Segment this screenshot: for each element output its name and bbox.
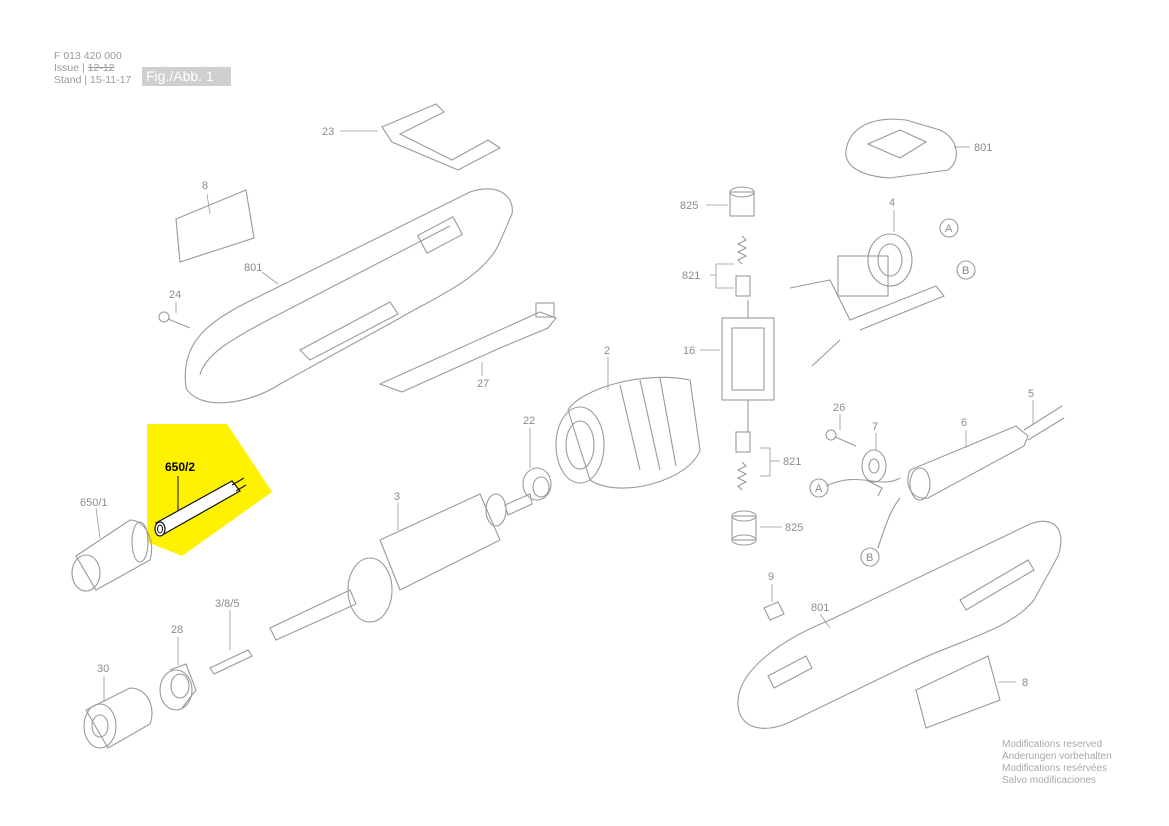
part-7-drawing[interactable] [861,449,887,497]
label-7: 7 [872,421,878,433]
part-3-drawing[interactable] [269,493,533,641]
part-5-drawing[interactable] [825,405,1065,549]
label-650-2: 650/2 [165,460,195,474]
callout-a-bottom[interactable] [809,478,829,498]
label-6: 6 [961,417,967,429]
document-header: F 013 420 000 Issue | 12-12 Stand | 15-1… [54,50,131,86]
label-2: 2 [604,345,610,357]
label-16: 16 [683,345,695,357]
part-28-drawing[interactable] [159,663,197,711]
label-825-top: 825 [680,200,698,212]
part-8-top-drawing[interactable] [175,189,255,263]
part-801-cap-drawing[interactable] [845,118,957,179]
label-5: 5 [1028,388,1034,400]
leader-650-1 [95,507,101,539]
issue-line: Issue | 12-12 [54,62,115,74]
part-24-drawing[interactable] [158,311,191,329]
callout-b-bottom[interactable] [860,547,880,567]
leader-801-left [261,271,279,285]
part-825-top-drawing[interactable] [729,186,755,217]
part-30-drawing[interactable] [83,687,153,749]
stand-value: 15-11-17 [90,74,132,86]
highlight-region [147,424,272,556]
figure-label: Fig./Abb. 1 [142,67,231,86]
callout-b-top[interactable] [956,260,976,280]
callout-b-top-label: B [962,265,969,277]
part-23-drawing[interactable] [381,103,502,171]
label-27: 27 [477,378,489,390]
part-6-drawing[interactable] [907,425,1029,501]
issue-label: Issue [54,62,80,74]
label-22: 22 [523,415,535,427]
label-23: 23 [322,126,334,138]
label-26: 26 [833,402,845,414]
footer-es: Salvo modificaciones [1002,775,1096,786]
label-30: 30 [97,663,109,675]
label-24: 24 [169,289,181,301]
label-3: 3 [394,491,400,503]
label-8-top: 8 [202,180,208,192]
part-801-housing-right-drawing[interactable] [737,520,1062,729]
part-26-drawing[interactable] [825,429,857,447]
footer-de: Änderungen vorbehalten [1002,751,1112,762]
part-16-drawing[interactable] [721,300,775,401]
part-825-bottom-drawing[interactable] [731,510,757,546]
label-801-cap: 801 [974,142,992,154]
label-821-top: 821 [682,270,700,282]
label-8-bottom: 8 [1022,677,1028,689]
part-821-bottom-drawing[interactable] [735,400,751,491]
label-4: 4 [889,197,895,209]
stand-label: Stand [54,74,82,86]
callout-b-bottom-label: B [866,552,873,564]
footer-en: Modifications reserved [1002,739,1103,750]
label-650-1: 650/1 [80,497,108,509]
callout-a-top-label: A [945,223,953,235]
label-9: 9 [768,571,774,583]
label-3-8-5: 3/8/5 [215,598,239,610]
footer-fr: Modifications resérvées [1002,763,1108,774]
label-28: 28 [171,624,183,636]
leader-801-right [819,613,831,629]
leader-821-top [710,264,717,288]
label-825-bottom: 825 [785,522,803,534]
leader-8-top [206,193,211,215]
part-821-top-drawing[interactable] [735,235,751,297]
part-9-drawing[interactable] [763,601,785,621]
part-4-drawing[interactable] [789,233,945,367]
part-27-drawing[interactable] [378,302,557,393]
part-801-housing-left-drawing[interactable] [184,188,513,404]
part-650-2-drawing[interactable] [154,476,247,537]
label-821-bottom: 821 [783,456,801,468]
callout-a-bottom-label: A [815,483,823,495]
label-801-right: 801 [811,602,829,614]
doc-number: F 013 420 000 [54,50,122,62]
part-8-bottom-drawing[interactable] [915,655,1001,729]
part-3-8-5-drawing[interactable] [209,649,253,675]
callout-a-top[interactable] [939,218,959,238]
label-801-left: 801 [244,262,262,274]
footer-notice: Modifications reserved Änderungen vorbeh… [1002,739,1112,787]
part-2-drawing[interactable] [555,376,701,489]
stand-line: Stand | 15-11-17 [54,74,132,86]
part-22-drawing[interactable] [522,467,552,501]
part-650-1-drawing[interactable] [71,519,153,592]
issue-value: 12-12 [87,62,115,74]
